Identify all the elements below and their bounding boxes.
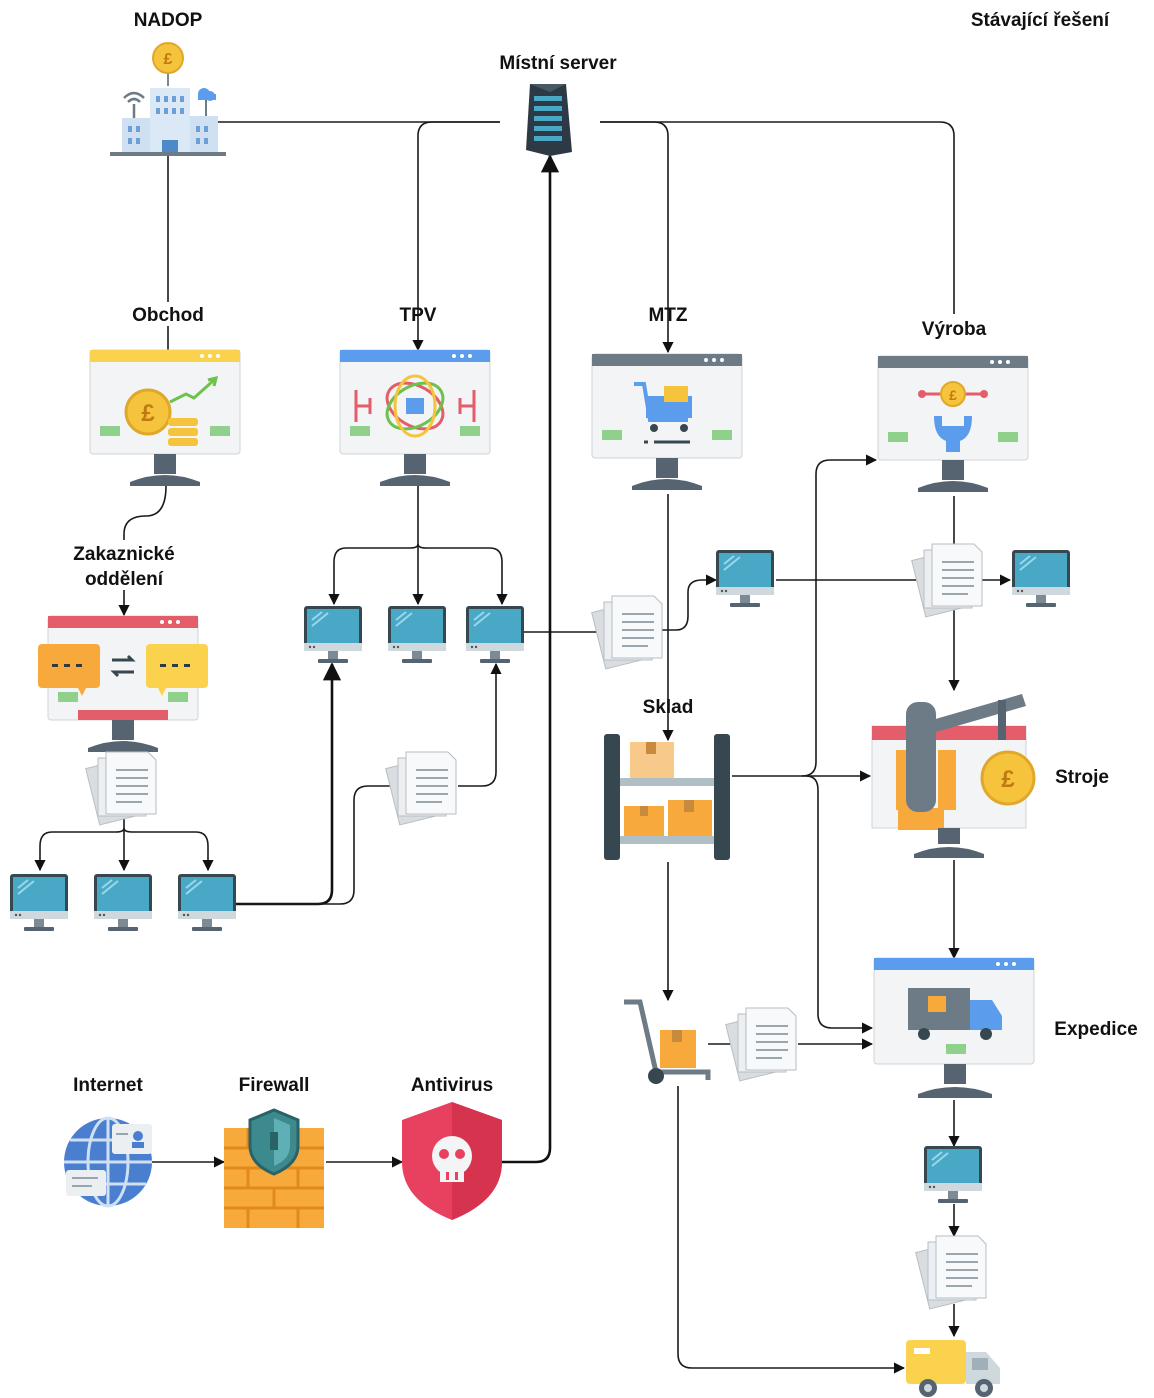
edge-docs-right [123,827,214,872]
label-mtz: MTZ [648,305,687,326]
label-nadop: NADOP [134,10,203,31]
edge-obchod-zakaznicke [123,485,167,540]
svg-text:£: £ [164,51,173,68]
edge-sklad-expedice [805,775,874,1034]
label-firewall: Firewall [239,1075,310,1096]
computer-icon [387,605,447,664]
edge-antivirus-server [502,154,560,1164]
documents-icon [910,543,983,618]
hand-truck-icon [624,999,711,1084]
antivirus-shield-icon [402,1102,502,1220]
building-icon: £ [110,42,226,156]
edge-server-tpv [412,121,500,352]
computer-icon [93,873,153,932]
truck-icon [906,1340,1000,1397]
documents-icon [84,751,157,826]
computer-icon [303,605,363,664]
computer-icon [177,873,237,932]
edge-pc-tpv-right [236,785,392,905]
warehouse-shelf-icon [604,734,730,860]
obchod-monitor-icon: £ [89,349,241,487]
machine-icon: £ [871,694,1036,858]
firewall-icon [224,1108,324,1228]
internet-globe-icon [64,1116,152,1208]
label-obchod: Obchod [132,305,204,326]
label-zakaznicke-1: Zakaznické [73,544,174,565]
computer-icon [465,605,525,664]
documents-icon [914,1235,987,1310]
svg-text:£: £ [1001,766,1015,793]
label-stroje: Stroje [1055,767,1109,788]
svg-text:£: £ [949,387,957,403]
edge-tpv-left [328,543,419,606]
edge-cart-truck [677,1086,906,1374]
label-vyroba: Výroba [922,319,987,340]
documents-icon [724,1007,797,1082]
computer-icon [923,1145,983,1204]
diagram-title: Stávající řešení [971,10,1110,31]
edge-docs-tpv-right [458,662,502,787]
edge-docs-pc-right [660,574,718,631]
label-antivirus: Antivirus [411,1075,493,1096]
server-icon [526,84,572,156]
label-expedice: Expedice [1054,1019,1137,1040]
computer-icon [9,873,69,932]
svg-text:£: £ [141,400,155,427]
label-zakaznicke-2: oddělení [85,569,164,590]
label-server: Místní server [499,53,617,74]
label-internet: Internet [73,1075,143,1096]
label-tpv: TPV [400,305,437,326]
tpv-monitor-icon [339,349,491,487]
expedice-monitor-icon [873,957,1035,1098]
documents-icon [384,751,457,826]
computer-icon [1011,549,1071,608]
vyroba-monitor-icon: £ [877,355,1029,493]
documents-icon [590,595,663,670]
zakaznicke-monitor-icon [38,615,208,753]
edge-tpv-right [417,543,508,606]
computer-icon [715,549,775,608]
edge-pc-tpv-left [236,662,342,906]
edge-server-vyroba [600,121,955,314]
edge-sklad-vyroba [801,454,878,777]
label-sklad: Sklad [643,697,694,718]
mtz-monitor-icon [591,353,743,491]
